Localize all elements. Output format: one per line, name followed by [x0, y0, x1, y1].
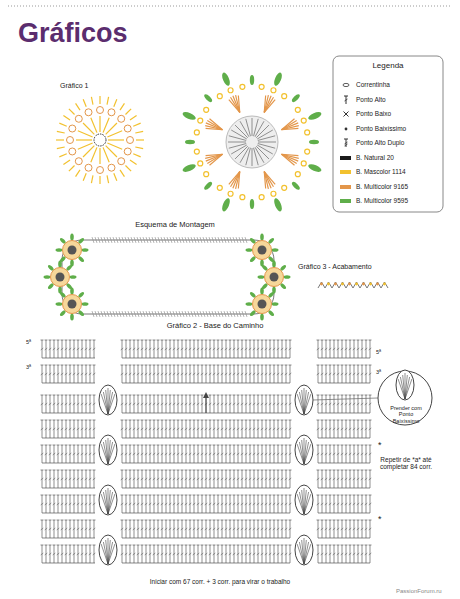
page-title: Gráficos	[18, 18, 128, 49]
legend-text: Ponto Alto Duplo	[356, 139, 404, 146]
chart-label: Repetir de *a* até completar 84 corr.	[376, 456, 436, 471]
flower-motif	[44, 261, 77, 294]
stitch-symbol	[340, 138, 352, 148]
leaf-motif	[99, 485, 117, 515]
base-chart	[41, 340, 433, 565]
legend-text: B. Mascolor 1114	[356, 168, 406, 175]
legend-text: Ponto Baixíssimo	[356, 125, 406, 132]
chart-label: Gráfico 1	[60, 82, 120, 90]
repeat-marker: *	[378, 440, 388, 450]
leaf-motif	[99, 385, 117, 415]
flower-motif	[56, 234, 89, 267]
watermark: PassionForum.ru	[396, 588, 458, 595]
stitch-symbol	[340, 80, 352, 90]
chart-label: Iniciar com 67 corr. + 3 corr. para vira…	[110, 578, 330, 585]
chart-label: Esquema de Montagem	[110, 221, 240, 230]
row-number: 3ª	[26, 364, 42, 370]
legend-box	[333, 56, 443, 212]
legend-item: Ponto Baixo	[340, 109, 440, 119]
row-number: 3ª	[376, 369, 392, 375]
legend-item: B. Multicolor 9595	[340, 196, 440, 206]
color-swatch	[340, 199, 351, 203]
legend-item: Correntinha	[340, 80, 440, 90]
color-swatch	[340, 156, 351, 160]
chart-label: Gráfico 3 - Acabamento	[298, 263, 418, 271]
legend-item: Ponto Baixíssimo	[340, 124, 440, 134]
repeat-marker: *	[378, 514, 388, 524]
motif-1	[56, 96, 144, 184]
legend-text: B. Multicolor 9595	[356, 197, 408, 204]
chart-label: Legenda	[350, 61, 426, 70]
motif-2	[182, 72, 323, 213]
flower-motif	[246, 288, 279, 321]
leaf-motif	[295, 385, 313, 415]
legend-text: Ponto Baixo	[356, 110, 391, 117]
stitch-symbol	[340, 109, 352, 119]
legend-text: B. Natural 20	[356, 154, 394, 161]
row-number: 5ª	[26, 339, 42, 345]
legend-text: Correntinha	[356, 81, 390, 88]
mounting-scheme	[44, 234, 291, 321]
flower-motif	[56, 288, 89, 321]
leaf-motif	[396, 370, 414, 400]
stitch-symbol	[340, 95, 352, 105]
chart-label: Gráfico 2 - Base do Caminho	[130, 322, 300, 331]
legend-item: B. Mascolor 1114	[340, 167, 440, 177]
color-swatch	[340, 185, 351, 189]
legend-item: B. Natural 20	[340, 153, 440, 163]
leaf-motif	[295, 435, 313, 465]
dotted-rule	[8, 6, 452, 7]
chart-label: Prender com Ponto Baixíssimo	[385, 405, 427, 424]
legend-text: Ponto Alto	[356, 96, 386, 103]
stitch-symbol	[340, 124, 352, 134]
legend-item: B. Multicolor 9165	[340, 182, 440, 192]
flower-motif	[258, 261, 291, 294]
legend-text: B. Multicolor 9165	[356, 183, 408, 190]
color-swatch	[340, 170, 351, 174]
legend-item: Ponto Alto Duplo	[340, 138, 440, 148]
leaf-motif	[99, 435, 117, 465]
flower-motif	[246, 234, 279, 267]
leaf-motif	[295, 535, 313, 565]
row-number: 5ª	[376, 349, 392, 355]
edging-chart	[318, 282, 388, 288]
legend-item: Ponto Alto	[340, 95, 440, 105]
leaf-motif	[295, 485, 313, 515]
leaf-motif	[99, 535, 117, 565]
